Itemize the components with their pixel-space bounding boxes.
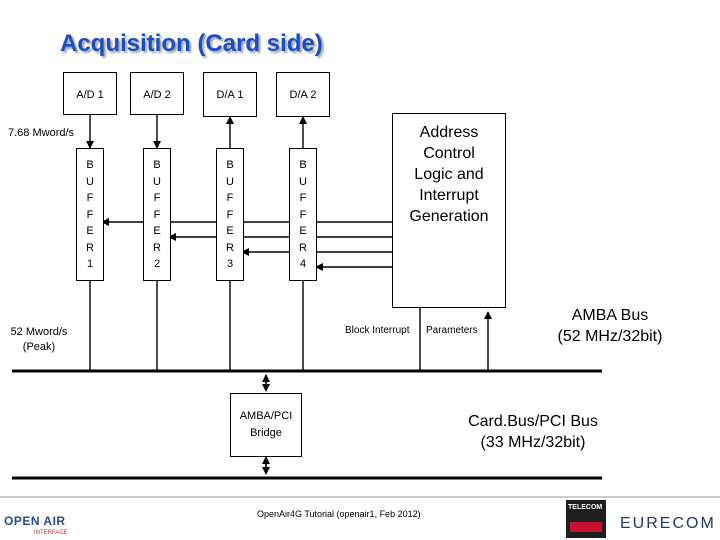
- buffer-3-label: B U F F E R 3: [226, 159, 234, 270]
- address-control-block: Address Control Logic and Interrupt Gene…: [392, 113, 506, 308]
- block-interrupt-label: Block Interrupt: [345, 325, 410, 336]
- converter-da1: D/A 1: [203, 72, 257, 117]
- telecom-logo-text: TELECOM: [568, 504, 603, 511]
- converter-ad2: A/D 2: [130, 72, 184, 115]
- parameters-label: Parameters: [426, 325, 478, 336]
- buffer-1-label: B U F F E R 1: [86, 159, 94, 270]
- amba-bus-label: AMBA Bus (52 MHz/32bit): [557, 307, 663, 345]
- openair-logo-text: OPEN AIR: [4, 514, 66, 528]
- telecom-logo-stripe: [570, 522, 602, 532]
- amba-pci-bridge: AMBA/PCI Bridge: [230, 393, 302, 457]
- openair-logo-sub: INTERFACE: [34, 530, 68, 536]
- rate-label: 7.68 Mword/s: [8, 127, 75, 139]
- converter-da2-label: D/A 2: [289, 89, 317, 101]
- buffer-2: B U F F E R 2: [143, 148, 171, 281]
- eurecom-logo: EURECOM: [620, 515, 716, 532]
- cardbus-label: Card.Bus/PCI Bus (33 MHz/32bit): [468, 413, 598, 451]
- buffer-2-label: B U F F E R 2: [153, 159, 161, 270]
- converter-da1-label: D/A 1: [216, 89, 244, 101]
- converter-ad2-label: A/D 2: [143, 89, 171, 101]
- telecom-logo: TELECOM: [566, 500, 606, 538]
- converter-da2: D/A 2: [276, 72, 330, 117]
- bridge-label: AMBA/PCI Bridge: [239, 410, 293, 439]
- buffer-4-label: B U F F E R 4: [299, 159, 307, 270]
- footer-text: OpenAir4G Tutorial (openair1, Feb 2012): [257, 509, 421, 519]
- openair-logo: OPEN AIR INTERFACE: [4, 513, 80, 539]
- converter-ad1-label: A/D 1: [76, 89, 104, 101]
- peak-rate-label: 52 Mword/s (Peak): [10, 326, 68, 353]
- address-control-label: Address Control Logic and Interrupt Gene…: [409, 124, 489, 225]
- converter-ad1: A/D 1: [63, 72, 117, 115]
- buffer-1: B U F F E R 1: [76, 148, 104, 281]
- buffer-4: B U F F E R 4: [289, 148, 317, 281]
- buffer-3: B U F F E R 3: [216, 148, 244, 281]
- page-title: Acquisition (Card side): [60, 30, 323, 57]
